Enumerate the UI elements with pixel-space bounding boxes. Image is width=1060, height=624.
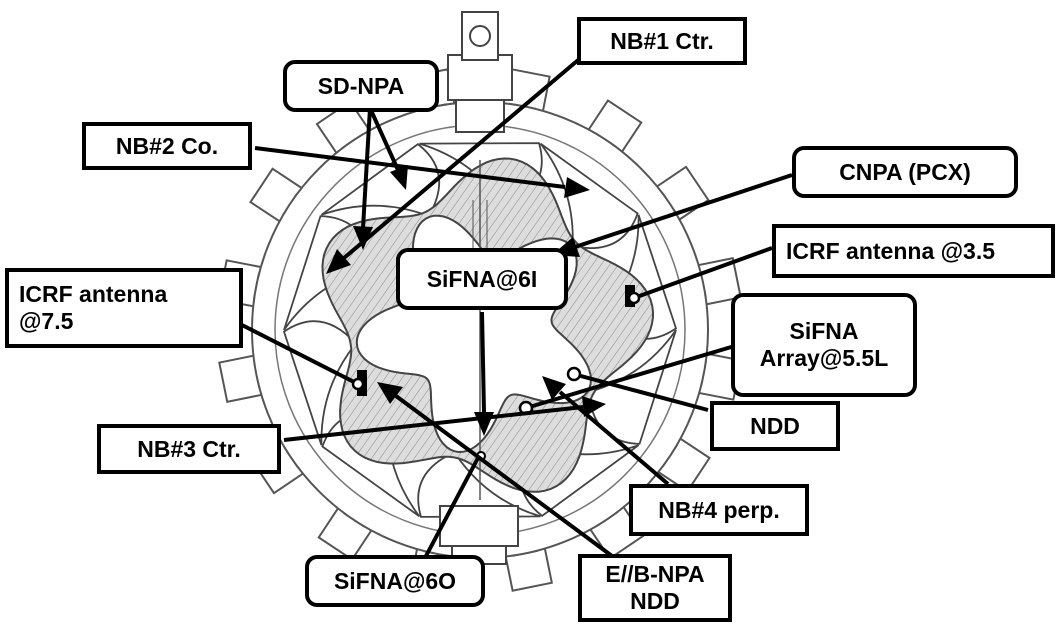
arrow-nb2 xyxy=(254,146,590,198)
arrow-nb1 xyxy=(326,48,592,274)
label-sifna-array: SiFNA Array@5.5L xyxy=(731,293,917,397)
label-nb3-ctr: NB#3 Ctr. xyxy=(97,424,281,474)
marker-icrf75 xyxy=(241,323,367,396)
label-sifna-6i: SiFNA@6I xyxy=(396,248,568,310)
label-sd-npa: SD-NPA xyxy=(283,60,439,112)
label-icrf-antenna-3-5: ICRF antenna @3.5 xyxy=(772,224,1055,278)
arrow-sd-npa-2 xyxy=(368,107,408,190)
helical-coils xyxy=(282,142,678,518)
arrow-sd-npa-1 xyxy=(353,107,373,250)
label-icrf-antenna-7-5: ICRF antenna @7.5 xyxy=(5,268,243,348)
label-cnpa-pcx: CNPA (PCX) xyxy=(792,146,1018,198)
label-eb-npa-ndd: E//B-NPA NDD xyxy=(578,554,732,622)
arrow-eb-npa xyxy=(377,382,614,558)
top-port-assembly xyxy=(447,11,513,133)
label-sifna-6o: SiFNA@6O xyxy=(305,555,485,607)
label-nb4-perp: NB#4 perp. xyxy=(629,484,809,536)
label-nb2-co: NB#2 Co. xyxy=(82,122,252,170)
label-ndd: NDD xyxy=(710,401,840,451)
marker-icrf35 xyxy=(625,246,773,307)
arrow-nb4 xyxy=(542,376,670,486)
marker-ndd xyxy=(566,366,709,412)
label-nb1-ctr: NB#1 Ctr. xyxy=(577,17,747,65)
